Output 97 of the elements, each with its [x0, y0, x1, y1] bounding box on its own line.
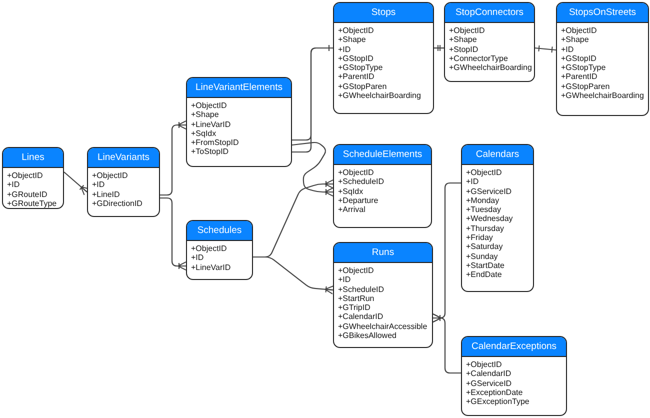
entity-table	[186, 77, 292, 167]
table-title: LineVariantElements	[187, 78, 291, 98]
table-title: Calendars	[462, 145, 533, 165]
field-name: +LineVarID	[191, 120, 231, 129]
field-name: +GStopParen	[338, 82, 387, 92]
entity-table	[2, 147, 64, 209]
field-name: +GStopType	[338, 63, 383, 72]
field-name: +ObjectID	[338, 266, 374, 276]
field-name: +GWheelchairAccessible	[338, 322, 428, 332]
entity-table	[333, 242, 433, 348]
field-name: +ObjectID	[191, 101, 227, 110]
field-name: +GBikesAllowed	[338, 331, 396, 340]
field-name: +ScheduleID	[338, 284, 384, 294]
field-name: +Shape	[449, 35, 477, 45]
field-name: +GWheelchairBoarding	[449, 63, 532, 72]
field-name: +ObjectID	[449, 26, 485, 36]
field-name: +ID	[191, 253, 204, 263]
table-title: Schedules	[187, 221, 252, 241]
field-name: +CalendarID	[466, 369, 512, 379]
entity-table	[186, 220, 253, 280]
field-name: +ObjectID	[561, 26, 597, 36]
field-name: +ObjectID	[466, 168, 502, 178]
field-name: +GRouteID	[7, 190, 48, 199]
table-title: StopsOnStreets	[557, 3, 648, 23]
entity-table	[87, 147, 160, 217]
field-name: +GTripID	[338, 303, 370, 312]
field-name: +StartDate	[466, 260, 504, 270]
field-name: +ID	[466, 177, 479, 187]
field-name: +GServiceID	[466, 378, 512, 388]
field-name: +Thursday	[466, 224, 504, 234]
field-name: +Shape	[338, 35, 366, 45]
field-name: +ParentID	[338, 72, 374, 82]
table-title: LineVariants	[88, 148, 159, 168]
field-name: +ConnectorType	[449, 54, 508, 64]
field-name: +Shape	[191, 110, 219, 120]
field-name: +GDirectionID	[92, 198, 142, 208]
field-name: +FromStopID	[191, 138, 239, 148]
entity-table	[461, 144, 534, 292]
entity-table	[461, 336, 567, 416]
entity-table	[333, 144, 432, 228]
field-name: +GServiceID	[466, 186, 512, 196]
entity-table	[333, 2, 434, 114]
field-name: +ID	[561, 44, 574, 54]
relationship-line	[432, 314, 461, 374]
entity-table	[556, 2, 649, 116]
field-name: +GExceptionType	[466, 397, 530, 406]
table-title: StopConnectors	[445, 3, 534, 23]
field-name: +ObjectID	[466, 360, 502, 370]
field-name: +ID	[92, 180, 105, 190]
table-title: ScheduleElements	[334, 145, 431, 165]
field-name: +ID	[338, 44, 351, 54]
field-name: +LineVarID	[191, 262, 231, 272]
field-name: +StartRun	[338, 294, 374, 304]
field-name: +ObjectID	[338, 26, 374, 36]
field-name: +SqIdx	[191, 128, 216, 138]
field-name: +Friday	[466, 233, 493, 242]
relationship-line	[292, 142, 334, 196]
field-name: +GStopType	[561, 63, 606, 72]
field-name: +LineID	[92, 190, 120, 199]
relationship-line	[434, 44, 444, 52]
field-name: +Tuesday	[466, 205, 502, 214]
field-name: +ObjectID	[338, 168, 374, 178]
field-name: +Wednesday	[466, 214, 513, 224]
field-name: +GStopID	[338, 54, 374, 64]
field-name: +EndDate	[466, 270, 502, 280]
table-title: Runs	[334, 243, 432, 263]
field-name: +Saturday	[466, 242, 503, 252]
table-title: Stops	[334, 3, 433, 23]
table-title: Lines	[3, 148, 63, 168]
field-name: +StopID	[449, 44, 478, 54]
field-name: +ScheduleID	[338, 177, 384, 187]
entity-table	[444, 2, 535, 82]
field-name: +Arrival	[338, 205, 366, 214]
field-name: +ObjectID	[7, 171, 43, 180]
field-name: +ExceptionDate	[466, 388, 523, 398]
relationship-line	[160, 120, 186, 196]
field-name: +ID	[338, 275, 351, 285]
field-name: +GWheelchairBoarding	[338, 91, 421, 100]
field-name: +ObjectID	[191, 244, 227, 254]
field-name: +ObjectID	[92, 171, 128, 180]
field-name: +SqIdx	[338, 186, 364, 196]
field-name: +Monday	[466, 196, 500, 206]
field-name: +Departure	[338, 196, 378, 206]
field-name: +CalendarID	[338, 312, 384, 322]
field-name: +GStopID	[561, 54, 596, 64]
field-name: +ID	[7, 180, 20, 190]
relationship-line	[253, 256, 334, 294]
field-name: +Shape	[561, 35, 589, 45]
field-name: +GStopParen	[561, 82, 610, 92]
field-name: +ParentID	[561, 72, 598, 82]
field-name: +ToStopID	[191, 147, 229, 157]
field-name: +Sunday	[466, 252, 498, 261]
relationship-line	[534, 44, 556, 54]
relationship-line	[160, 197, 186, 270]
table-title: CalendarExceptions	[462, 337, 566, 357]
field-name: +GWheelchairBoarding	[561, 91, 644, 100]
field-name: +GRouteType	[7, 198, 57, 208]
